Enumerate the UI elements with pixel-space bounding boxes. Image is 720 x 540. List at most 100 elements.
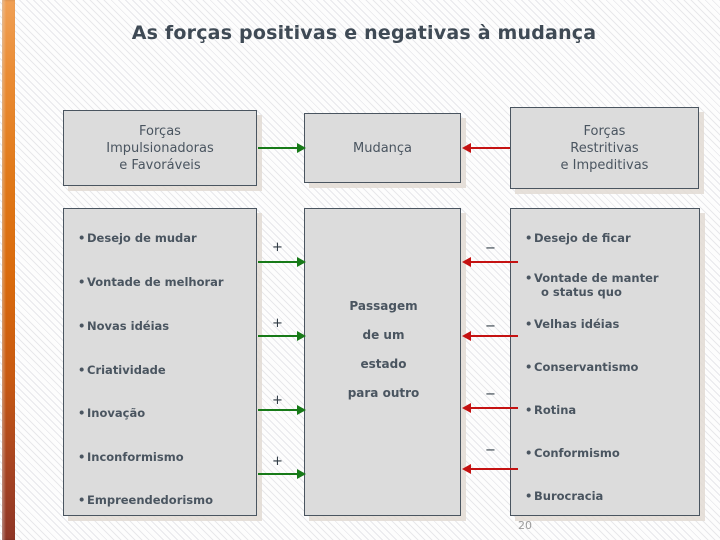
list-item: •Inovação (78, 406, 145, 420)
arrow-shaft (258, 473, 299, 475)
arrow-negative-3 (462, 402, 518, 414)
arrow-head (297, 143, 306, 153)
list-item-label: Velhas idéias (534, 317, 620, 331)
header-box-restraining-forces-text: Forças Restritivas e Impeditivas (561, 123, 649, 174)
list-item-sublabel: o status quo (541, 285, 622, 299)
bullet-glyph: • (78, 450, 86, 464)
plus-sign: + (272, 454, 283, 469)
arrow-positive-3 (258, 404, 306, 416)
list-item-label: Inovação (87, 406, 146, 420)
arrow-restraining-to-change-header (462, 142, 510, 154)
bullet-glyph: • (525, 271, 533, 285)
header-left-line-3: e Favoráveis (119, 157, 201, 173)
header-box-change-text: Mudança (352, 140, 413, 156)
bullet-glyph: • (525, 446, 533, 460)
plus-sign: + (272, 316, 283, 331)
list-item-label: Novas idéias (87, 319, 170, 333)
arrow-shaft (258, 147, 299, 149)
header-right-line-3: e Impeditivas (560, 157, 649, 173)
arrow-head (297, 331, 306, 341)
bullet-glyph: • (78, 231, 86, 245)
list-item-label: Conservantismo (534, 360, 639, 374)
arrow-shaft (258, 409, 299, 411)
plus-sign: + (272, 393, 283, 408)
arrow-head (462, 331, 471, 341)
header-left-line-2: Impulsionadoras (106, 140, 214, 156)
panel-change-process: Passagem de um estado para outro (304, 208, 461, 516)
panel-driving-forces: •Desejo de mudar •Vontade de melhorar •N… (63, 208, 257, 516)
bullet-glyph: • (78, 493, 86, 507)
header-left-line-1: Forças (139, 123, 181, 139)
arrow-head (297, 405, 306, 415)
minus-sign: − (485, 443, 496, 458)
bullet-glyph: • (525, 231, 533, 245)
bullet-glyph: • (78, 319, 86, 333)
bullet-glyph: • (525, 489, 533, 503)
arrow-positive-2 (258, 330, 306, 342)
change-process-line: estado (360, 357, 407, 371)
list-item-label: Criatividade (87, 363, 166, 377)
arrow-head (462, 464, 471, 474)
bullet-glyph: • (525, 360, 533, 374)
list-item: •Conservantismo (525, 360, 638, 374)
arrow-positive-1 (258, 256, 306, 268)
list-item-label: Inconformismo (87, 450, 184, 464)
arrow-positive-4 (258, 468, 306, 480)
list-item: •Novas idéias (78, 319, 169, 333)
bullet-glyph: • (78, 275, 86, 289)
header-box-driving-forces-text: Forças Impulsionadoras e Favoráveis (106, 123, 213, 174)
list-item: •Criatividade (78, 363, 166, 377)
arrow-driving-to-change-header (258, 142, 306, 154)
arrow-shaft (469, 261, 518, 263)
list-item: •Inconformismo (78, 450, 184, 464)
list-item: •Burocracia (525, 489, 603, 503)
header-box-driving-forces: Forças Impulsionadoras e Favoráveis (63, 110, 257, 186)
arrow-head (297, 257, 306, 267)
arrow-shaft (469, 407, 518, 409)
list-item-label: Vontade de melhorar (87, 275, 224, 289)
list-item-label: Conformismo (534, 446, 620, 460)
left-accent-bar-gloss (2, 0, 6, 540)
minus-sign: − (485, 241, 496, 256)
arrow-head (462, 257, 471, 267)
driving-forces-list: •Desejo de mudar •Vontade de melhorar •N… (64, 209, 256, 515)
header-box-restraining-forces: Forças Restritivas e Impeditivas (510, 107, 699, 189)
header-right-line-2: Restritivas (570, 140, 639, 156)
plus-sign: + (272, 240, 283, 255)
header-right-line-1: Forças (583, 123, 626, 139)
left-accent-bar (2, 0, 15, 540)
arrow-head (462, 143, 471, 153)
list-item: •Desejo de ficar (525, 231, 631, 245)
page-number: 20 (518, 519, 532, 532)
change-process-line: Passagem (349, 299, 418, 313)
arrow-shaft (258, 261, 299, 263)
change-process-line: de um (362, 328, 405, 342)
arrow-shaft (258, 335, 299, 337)
bullet-glyph: • (78, 363, 86, 377)
list-item: •Empreendedorismo (78, 493, 213, 507)
bullet-glyph: • (525, 317, 533, 331)
list-item: •Velhas idéias (525, 317, 619, 331)
arrow-negative-1 (462, 256, 518, 268)
list-item: •Vontade de melhorar (78, 275, 224, 289)
list-item-label: Rotina (534, 403, 577, 417)
bullet-glyph: • (78, 406, 86, 420)
list-item-label: Desejo de mudar (87, 231, 197, 245)
list-item-label: Empreendedorismo (87, 493, 214, 507)
arrow-head (462, 403, 471, 413)
page-title: As forças positivas e negativas à mudanç… (131, 22, 597, 44)
arrow-shaft (469, 147, 510, 149)
arrow-negative-2 (462, 330, 518, 342)
list-item: •Desejo de mudar (78, 231, 197, 245)
arrow-shaft (469, 335, 518, 337)
list-item: •Rotina (525, 403, 576, 417)
bullet-glyph: • (525, 403, 533, 417)
change-process-line: para outro (347, 386, 420, 400)
list-item-label: Vontade de manter (534, 271, 659, 285)
list-item: •Conformismo (525, 446, 620, 460)
list-item-label: Burocracia (534, 489, 604, 503)
